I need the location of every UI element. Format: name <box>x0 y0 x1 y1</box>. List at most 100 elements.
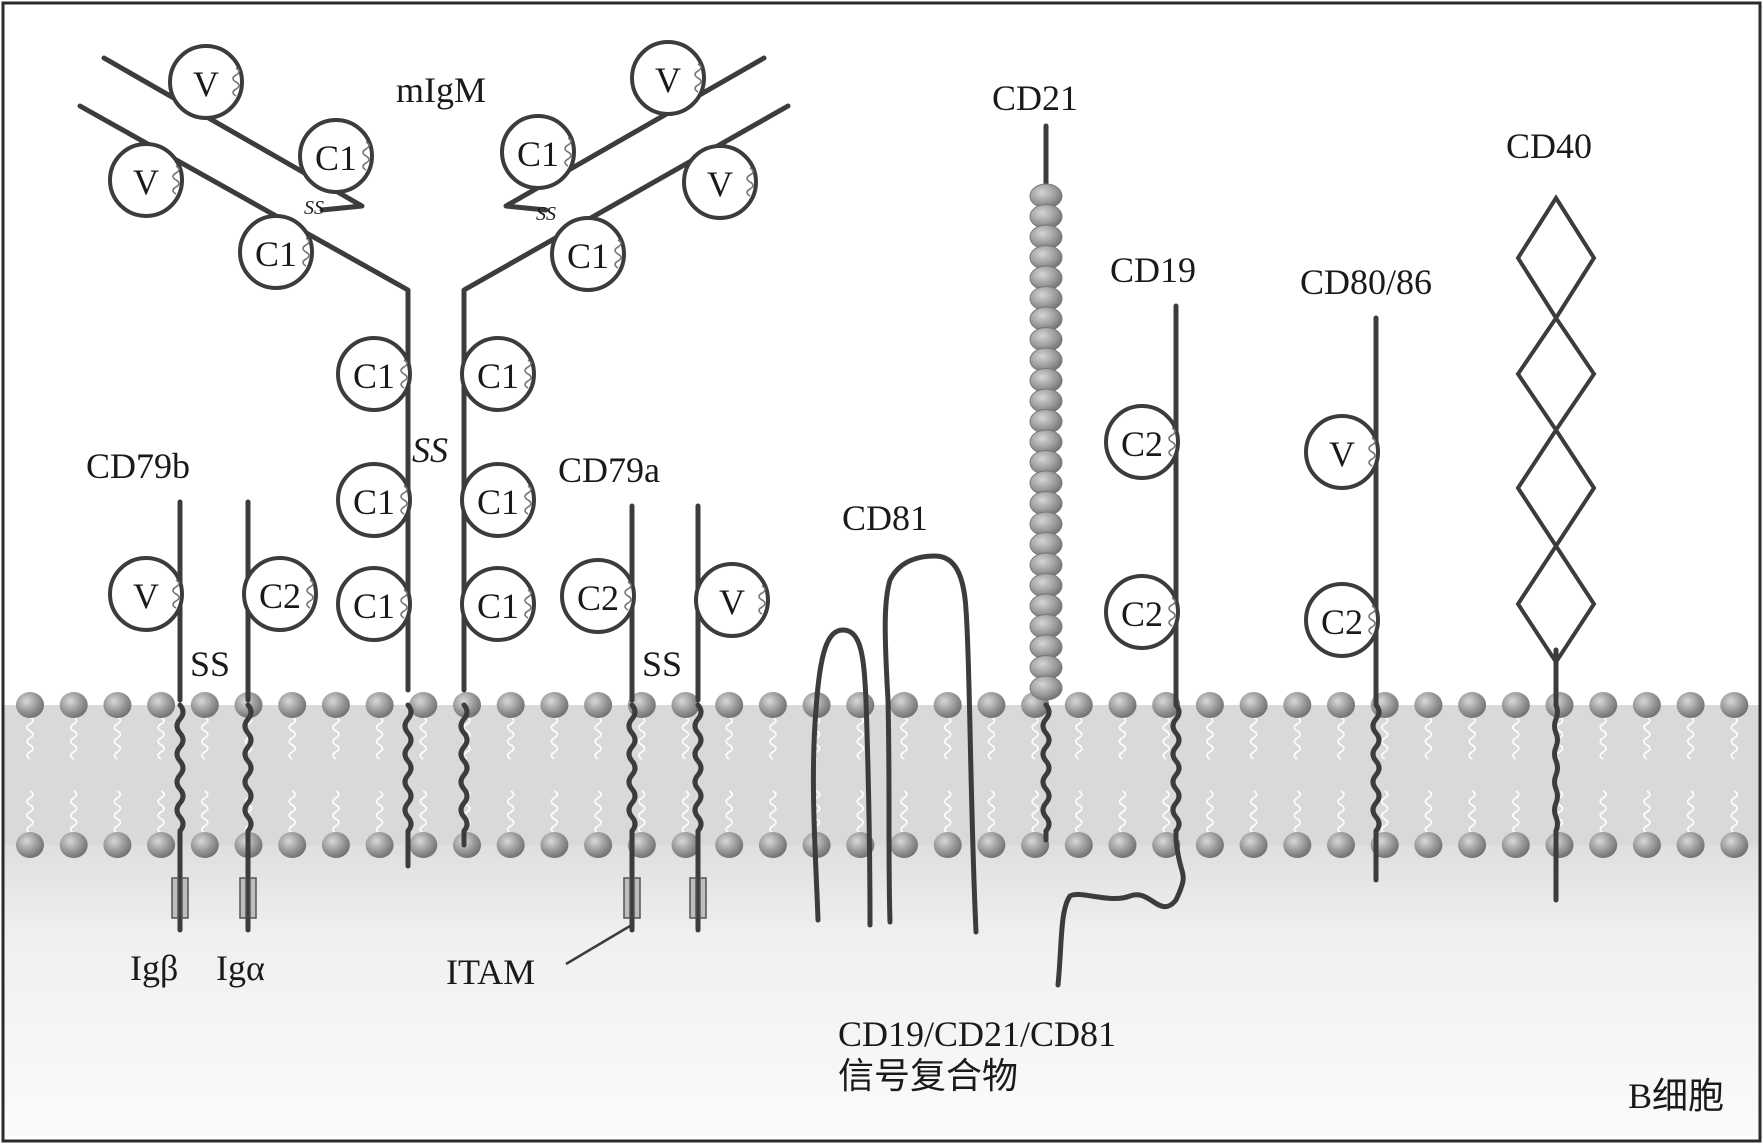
disulfide-loop <box>758 585 766 615</box>
disulfide-loop <box>1368 437 1376 467</box>
label-cd21: CD21 <box>992 78 1078 118</box>
lipid-head <box>1458 832 1487 858</box>
migm-v-domain <box>630 40 706 116</box>
lipid-head <box>1239 832 1268 858</box>
lipid-head <box>496 832 525 858</box>
lipid-head <box>1283 692 1312 718</box>
disulfide-loop <box>1168 427 1176 457</box>
lipid-head <box>1501 692 1530 718</box>
cd79a-v-domain-label: V <box>719 582 745 622</box>
cd80-86-v-domain-label: V <box>1329 434 1355 474</box>
label-b-cell: B细胞 <box>1628 1076 1724 1116</box>
lipid-head <box>103 832 132 858</box>
migm-c1-domain-label: C1 <box>567 236 609 276</box>
lipid-head <box>453 832 481 858</box>
label-itam: ITAM <box>446 952 535 992</box>
lipid-head <box>278 832 307 858</box>
cd79a-v-domain <box>694 562 770 638</box>
migm-c1-domain <box>550 216 626 292</box>
label-complex-line2: 信号复合物 <box>838 1056 1018 1096</box>
lipid-head <box>715 692 744 718</box>
label-ss-arm-left: SS <box>304 197 324 219</box>
label-cd80-86: CD80/86 <box>1300 262 1432 302</box>
lipid-head <box>1414 832 1443 858</box>
lipid-head <box>1414 692 1443 718</box>
lipid-head <box>190 832 219 858</box>
lipid-head <box>103 692 132 718</box>
cd79b-v-domain-label: V <box>133 576 159 616</box>
lipid-head <box>540 832 569 858</box>
transmembrane-segments <box>171 702 1560 933</box>
lipid-head <box>1195 692 1224 718</box>
migm-v-domain-label: V <box>193 64 219 104</box>
lipid-head <box>16 692 44 718</box>
cd19-c2-domain <box>1104 574 1180 650</box>
lipid-head <box>890 832 918 858</box>
lipid-head <box>1545 692 1574 718</box>
lipid-head <box>278 692 307 718</box>
cd21-bead <box>1029 675 1063 701</box>
migm-c1-domain-label: C1 <box>353 586 395 626</box>
lipid-head <box>1195 832 1224 858</box>
label-cd40: CD40 <box>1506 126 1592 166</box>
lipid-head <box>933 832 962 858</box>
lipid-head <box>1064 692 1093 718</box>
itam-motif <box>623 877 631 919</box>
cd80-86-c2-domain-label: C2 <box>1321 602 1363 642</box>
migm-c1-domain-label: C1 <box>315 138 357 178</box>
lipid-head <box>1545 832 1574 858</box>
lipid-head <box>16 832 44 858</box>
migm-c1-domain <box>238 214 314 290</box>
cd19-c2-domain-label: C2 <box>1121 594 1163 634</box>
transmembrane-helix <box>402 702 414 834</box>
migm-c1-domain-label: C1 <box>477 356 519 396</box>
disulfide-loop <box>524 359 532 389</box>
migm-c1-domain <box>500 114 576 190</box>
label-ss-cd79a: SS <box>642 644 682 684</box>
cd80-86-v-domain <box>1304 414 1380 490</box>
lipid-head <box>627 832 656 858</box>
disulfide-loop <box>564 137 572 167</box>
lipid-head <box>1589 692 1618 718</box>
disulfide-loop <box>524 485 532 515</box>
lipid-head <box>147 692 176 718</box>
disulfide-loop <box>302 237 310 267</box>
migm-c1-domain-label: C1 <box>353 482 395 522</box>
lipid-head <box>1064 832 1093 858</box>
cytoplasm-region <box>4 830 1759 1136</box>
lipid-head <box>365 692 394 718</box>
lipid-head <box>1108 692 1137 718</box>
lipid-head <box>1239 692 1268 718</box>
lipid-head <box>1676 692 1705 718</box>
lipid-head <box>321 832 350 858</box>
itam-motif <box>699 877 707 919</box>
migm-c1-domain-label: C1 <box>517 134 559 174</box>
disulfide-loop <box>400 485 408 515</box>
label-complex-line1: CD19/CD21/CD81 <box>838 1014 1116 1054</box>
lipid-head <box>1632 832 1661 858</box>
lipid-head <box>59 832 88 858</box>
cd21-receptor <box>1029 183 1063 701</box>
disulfide-loop <box>694 63 702 93</box>
lipid-head <box>365 832 394 858</box>
migm-c1-domain <box>336 336 412 412</box>
migm-heavy-chain-right <box>461 103 791 693</box>
itam-motif <box>633 877 641 919</box>
disulfide-loop <box>746 167 754 197</box>
migm-v-domain <box>108 142 184 218</box>
lipid-head <box>1021 832 1050 858</box>
cd79b-c2-domain-label: C2 <box>259 576 301 616</box>
cd79a-c2-domain <box>560 558 636 634</box>
disulfide-loop <box>306 579 314 609</box>
lipid-head <box>1720 832 1749 858</box>
transmembrane-helix <box>458 702 470 834</box>
itam-callout-line <box>565 924 631 966</box>
label-ss-cd79b: SS <box>190 644 230 684</box>
migm-heavy-chain-left <box>77 103 411 693</box>
migm-c1-domain-label: C1 <box>353 356 395 396</box>
transmembrane-helix <box>626 702 638 834</box>
